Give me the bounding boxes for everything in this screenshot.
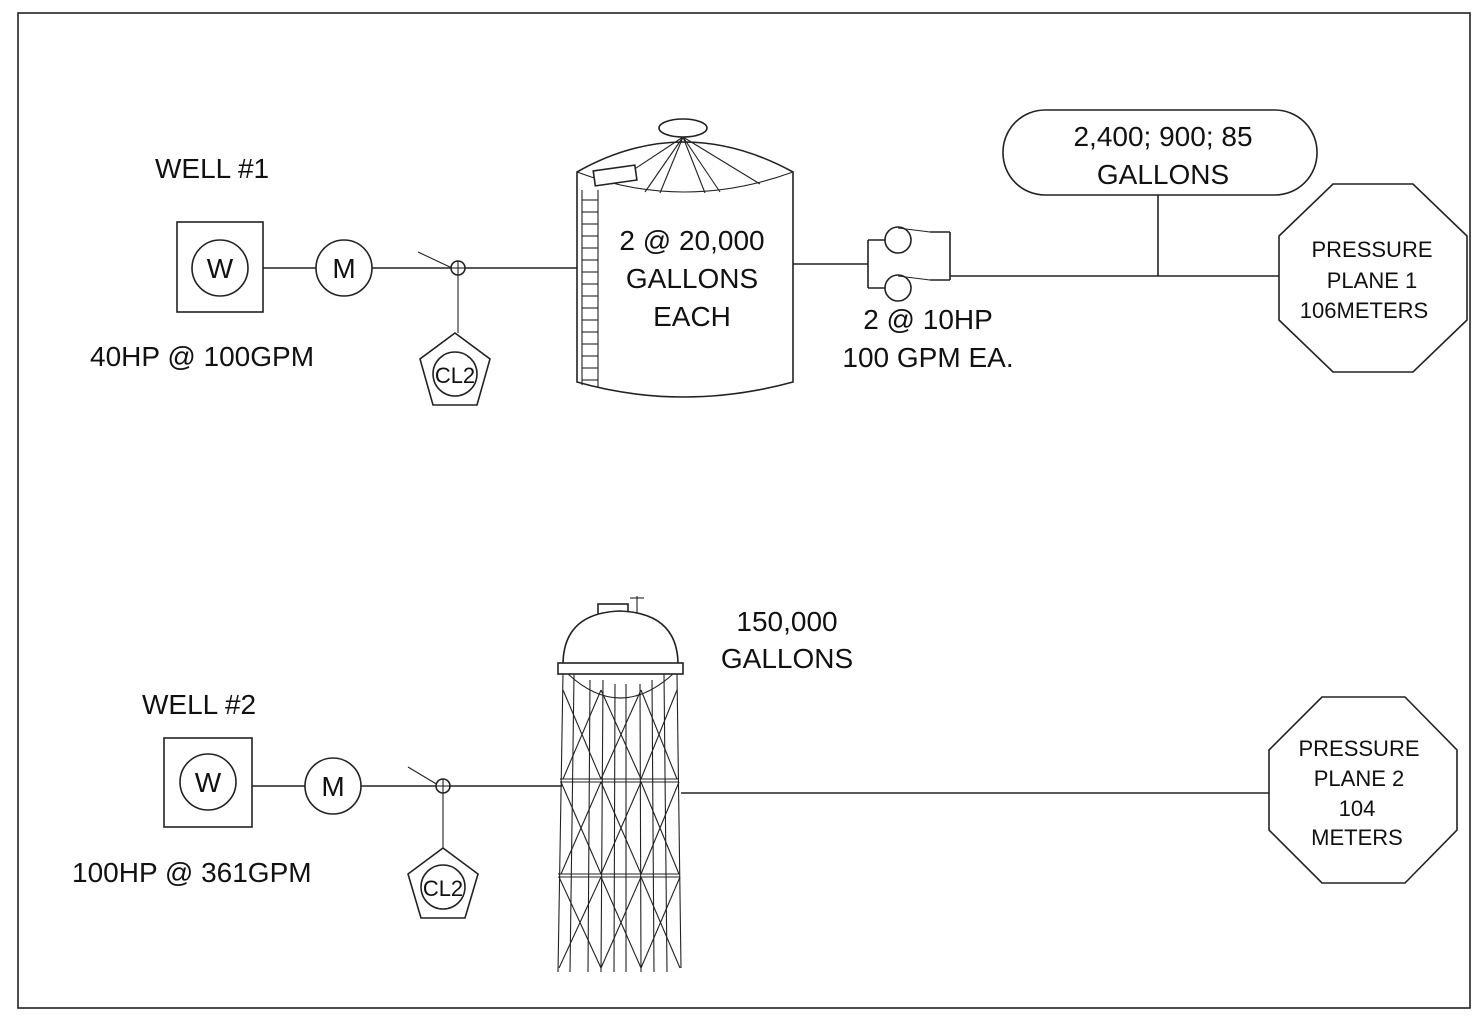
chlorinator-2-icon: [420, 864, 466, 910]
motor-1-m-symbol: M: [332, 253, 355, 284]
elevated-tower-icon: [557, 596, 684, 973]
well-1-w-symbol: W: [207, 253, 234, 284]
pressure-plane-1-line3: 106METERS: [1300, 298, 1428, 323]
tower-line2: GALLONS: [721, 643, 853, 674]
pressure-plane-2-line1: PRESSURE: [1298, 736, 1419, 761]
well-2-pump-icon: [179, 753, 237, 811]
booster-line1: 2 @ 10HP: [863, 304, 993, 335]
hydro-tanks-capsule: [1002, 109, 1318, 196]
storage-1-line3: EACH: [653, 301, 731, 332]
pressure-plane-2-line4: METERS: [1311, 825, 1403, 850]
well-2-title: WELL #2: [142, 689, 256, 720]
well-1-title: WELL #1: [155, 153, 269, 184]
diagram-border: [17, 12, 1471, 1009]
well-2-rating: 100HP @ 361GPM: [72, 857, 312, 888]
storage-1-line1: 2 @ 20,000: [619, 225, 764, 256]
system-1: WELL #1 W M CL2 40HP @ 100GPM: [90, 109, 1468, 406]
pressure-plane-1-octagon: [1278, 183, 1468, 373]
chlorinator-2-label: CL2: [423, 876, 463, 901]
pressure-plane-1-line1: PRESSURE: [1311, 237, 1432, 262]
well-1-rating: 40HP @ 100GPM: [90, 341, 314, 372]
pressure-plane-2-line2: PLANE 2: [1314, 766, 1405, 791]
tower-line1: 150,000: [736, 606, 837, 637]
booster-line2: 100 GPM EA.: [842, 342, 1013, 373]
pressure-plane-2-line3: 104: [1339, 796, 1376, 821]
injector-1-arm: [417, 251, 453, 269]
storage-1-line2: GALLONS: [626, 263, 758, 294]
ground-storage-tank-icon: [576, 118, 794, 398]
chlorinator-1-icon: [432, 351, 478, 397]
well-2-w-symbol: W: [195, 767, 222, 798]
pressure-plane-2-octagon: [1268, 696, 1458, 884]
hydro-tanks-line1: 2,400; 900; 85: [1073, 121, 1252, 152]
system-2: WELL #2 W M CL2 100HP @ 361GPM: [72, 596, 1458, 973]
well-1-pump-icon: [191, 239, 249, 297]
hydro-tanks-line2: GALLONS: [1097, 159, 1229, 190]
motor-2-m-symbol: M: [321, 771, 344, 802]
injector-2-arm: [407, 766, 439, 786]
chlorinator-1-label: CL2: [435, 363, 475, 388]
booster-pumps-icon: [867, 226, 951, 302]
pressure-plane-1-line2: PLANE 1: [1327, 268, 1418, 293]
